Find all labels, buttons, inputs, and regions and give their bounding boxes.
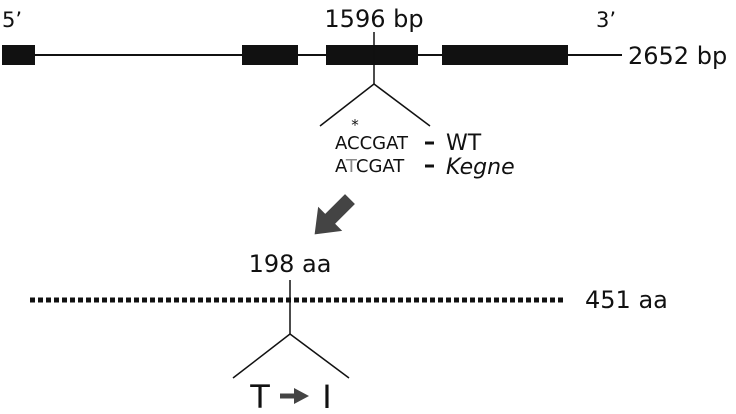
down-left-arrow-icon xyxy=(314,194,355,235)
gene-length-label: 2652 bp xyxy=(628,42,727,70)
from-residue: T xyxy=(249,378,270,414)
exon-2 xyxy=(242,45,298,65)
zoom-line-left xyxy=(319,83,375,127)
protein-position-label: 198 aa xyxy=(249,250,332,278)
mutant-sequence: ATCGAT xyxy=(335,156,405,177)
exon-1 xyxy=(2,45,35,65)
wt-prefix: A xyxy=(335,133,348,154)
wt-sequence: ACCGAT xyxy=(335,133,409,154)
three-prime-label: 3’ xyxy=(596,8,616,32)
wt-label: WT xyxy=(446,131,482,156)
to-residue: I xyxy=(322,378,331,414)
exon-3 xyxy=(326,45,418,65)
mut-mutant-base: T xyxy=(345,156,358,177)
zoom-line-right xyxy=(373,83,431,127)
wt-suffix: CGAT xyxy=(360,133,409,154)
right-arrow-icon xyxy=(280,388,309,404)
mutation-asterisk: * xyxy=(351,116,359,134)
five-prime-label: 5’ xyxy=(2,8,22,32)
mutant-label: Kegne xyxy=(446,155,515,180)
mut-prefix: A xyxy=(335,156,348,177)
protein-zoom-line-right xyxy=(289,333,350,379)
protein-zoom-line-left xyxy=(232,333,291,379)
gene-position-label: 1596 bp xyxy=(324,5,423,33)
protein-length-label: 451 aa xyxy=(585,286,668,314)
exon-4 xyxy=(442,45,568,65)
mut-suffix: CGAT xyxy=(356,156,405,177)
wt-mutant-base: C xyxy=(347,133,360,154)
